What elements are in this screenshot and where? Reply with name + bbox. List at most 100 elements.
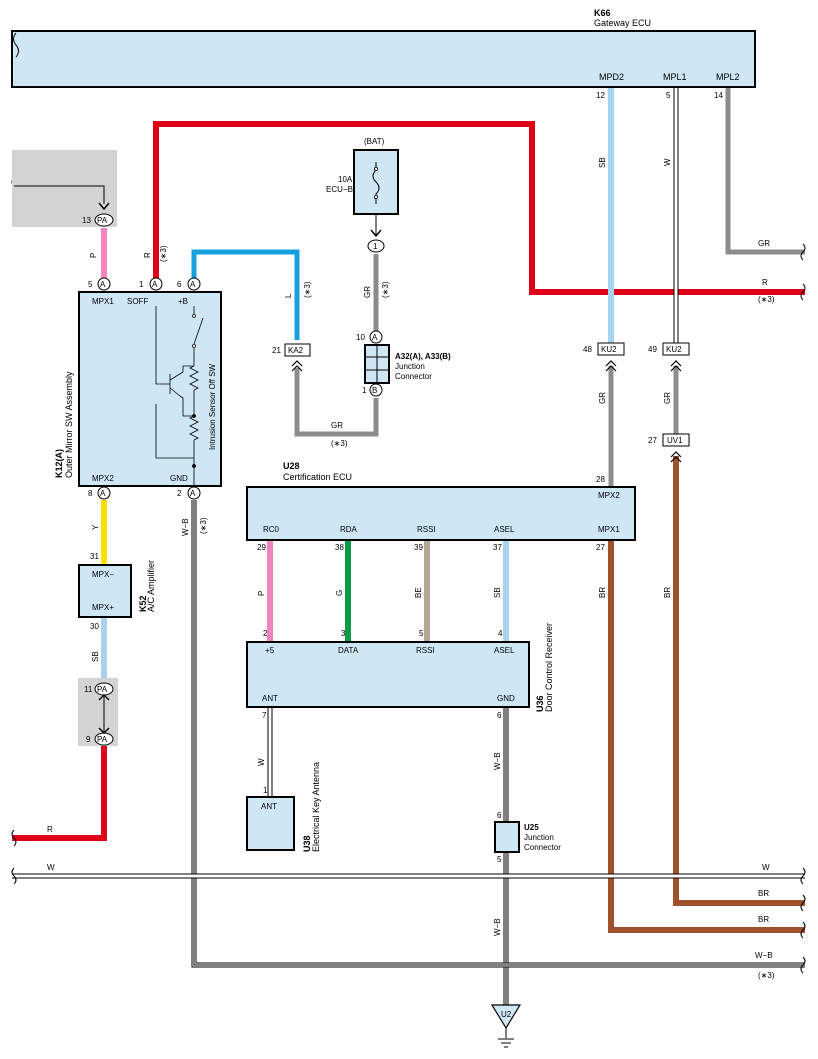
svg-text:48: 48 xyxy=(583,345,592,354)
svg-text:(∗3): (∗3) xyxy=(381,281,390,298)
pa-top-pin: 13 xyxy=(82,216,91,225)
svg-text:BR: BR xyxy=(663,587,672,598)
svg-text:11: 11 xyxy=(84,685,93,694)
svg-text:DATA: DATA xyxy=(338,646,359,655)
pin-number-mpl2: 14 xyxy=(714,91,723,100)
svg-text:SB: SB xyxy=(493,587,502,598)
svg-text:BE: BE xyxy=(414,587,423,598)
svg-text:9: 9 xyxy=(86,735,91,744)
svg-text:Junction: Junction xyxy=(524,833,554,842)
svg-text:PA: PA xyxy=(97,685,108,694)
svg-text:30: 30 xyxy=(90,622,99,631)
svg-text:7: 7 xyxy=(262,711,267,720)
svg-text:1: 1 xyxy=(362,386,367,395)
svg-text:BR: BR xyxy=(758,889,769,898)
svg-text:6: 6 xyxy=(177,280,182,289)
svg-text:RSSI: RSSI xyxy=(416,646,435,655)
svg-text:37: 37 xyxy=(493,543,502,552)
svg-text:G: G xyxy=(335,590,344,596)
svg-text:MPX1: MPX1 xyxy=(598,525,620,534)
certification-ecu-body xyxy=(246,486,636,541)
door-control-receiver-body xyxy=(246,641,530,708)
fuse-source: (BAT) xyxy=(364,137,385,146)
pa-connector-mid: PA PA 11 9 xyxy=(78,678,118,746)
svg-text:A: A xyxy=(100,489,106,498)
pin-number-mpl1: 5 xyxy=(666,91,671,100)
svg-text:BR: BR xyxy=(758,915,769,924)
svg-text:A: A xyxy=(100,280,106,289)
intrusion-sensor-circuit xyxy=(155,306,204,486)
wire-brown-uv1 xyxy=(673,456,805,906)
outer-mirror-code: K12(A) xyxy=(54,449,64,478)
svg-text:6: 6 xyxy=(497,811,502,820)
wire-gray-ka2 xyxy=(294,368,379,437)
pin-name-soff: SOFF xyxy=(127,297,148,306)
ac-amplifier-name: A/C Amplifier xyxy=(146,560,156,612)
svg-text:SB: SB xyxy=(598,157,607,168)
ground-code: U2 xyxy=(501,1010,512,1019)
svg-text:A: A xyxy=(190,280,196,289)
svg-text:A: A xyxy=(190,489,196,498)
pin-name-mpx-plus: MPX+ xyxy=(92,603,114,612)
connector-uv1: UV1 27 xyxy=(648,433,690,463)
junction-connector-a32: A B 10 1 A32(A), A33(B) Junction Connect… xyxy=(356,330,451,397)
svg-text:1: 1 xyxy=(263,786,268,795)
svg-text:31: 31 xyxy=(90,552,99,561)
svg-text:W−B: W−B xyxy=(181,518,190,536)
svg-text:R: R xyxy=(762,278,768,287)
svg-text:21: 21 xyxy=(272,346,281,355)
svg-text:MPX2: MPX2 xyxy=(598,491,620,500)
wire-brown-mpx1 xyxy=(608,540,805,933)
svg-text:L: L xyxy=(284,293,293,298)
connector-ku2-a: KU2 48 xyxy=(583,342,625,372)
svg-text:W: W xyxy=(47,863,55,872)
svg-text:28: 28 xyxy=(596,475,605,484)
svg-text:4: 4 xyxy=(498,629,503,638)
svg-text:49: 49 xyxy=(648,345,657,354)
svg-text:ANT: ANT xyxy=(262,694,278,703)
svg-text:RSSI: RSSI xyxy=(417,525,436,534)
svg-text:Connector: Connector xyxy=(395,372,432,381)
electrical-key-antenna-name: Electrical Key Antenna xyxy=(311,762,321,852)
wires xyxy=(11,87,806,1005)
svg-text:27: 27 xyxy=(648,436,657,445)
svg-text:5: 5 xyxy=(497,855,502,864)
outer-mirror-name: Outer Mirror SW Assembly xyxy=(64,371,74,478)
svg-text:W−B: W−B xyxy=(493,752,502,770)
svg-text:RC0: RC0 xyxy=(263,525,280,534)
pa-top-name: PA xyxy=(97,216,108,225)
svg-text:(∗3): (∗3) xyxy=(331,439,348,448)
svg-text:PA: PA xyxy=(97,735,108,744)
svg-text:GR: GR xyxy=(758,239,770,248)
pin-name-mpx2: MPX2 xyxy=(92,474,114,483)
svg-text:39: 39 xyxy=(414,543,423,552)
svg-text:3: 3 xyxy=(341,629,346,638)
fuse-name: ECU−B xyxy=(326,185,353,194)
svg-text:29: 29 xyxy=(257,543,266,552)
pin-name-mpd2: MPD2 xyxy=(599,72,624,82)
svg-text:GND: GND xyxy=(497,694,515,703)
svg-text:A: A xyxy=(152,280,158,289)
connector-ku2-b: KU2 49 xyxy=(648,342,690,372)
electrical-key-antenna-body xyxy=(246,796,295,851)
intrusion-sensor-label: Intrusion Sensor Off SW xyxy=(208,363,217,450)
pin-name-mpx1: MPX1 xyxy=(92,297,114,306)
junction-connector-u25: 6 5 U25 Junction Connector xyxy=(494,811,561,864)
door-control-receiver: +5 DATA RSSI ASEL ANT GND 2 3 5 4 7 6 U3… xyxy=(246,623,554,720)
gateway-ecu-name: Gateway ECU xyxy=(594,18,651,28)
svg-text:GR: GR xyxy=(331,421,343,430)
svg-text:10: 10 xyxy=(356,333,365,342)
svg-text:(∗3): (∗3) xyxy=(303,281,312,298)
outer-mirror-sw-assembly: A A A A A 5 1 6 8 2 MPX1 SOFF +B MPX2 GN… xyxy=(54,277,222,500)
svg-text:W: W xyxy=(762,863,770,872)
svg-text:GR: GR xyxy=(598,392,607,404)
svg-text:+5: +5 xyxy=(265,646,275,655)
door-control-receiver-name: Door Control Receiver xyxy=(544,623,554,712)
outer-mirror-sw-body xyxy=(78,291,222,487)
gateway-ecu-body xyxy=(11,30,756,88)
pin-name-plus-b: +B xyxy=(178,297,188,306)
pin-name-gnd: GND xyxy=(170,474,188,483)
svg-text:(∗3): (∗3) xyxy=(159,245,168,262)
pa-connector-top: PA 13 xyxy=(12,150,117,227)
